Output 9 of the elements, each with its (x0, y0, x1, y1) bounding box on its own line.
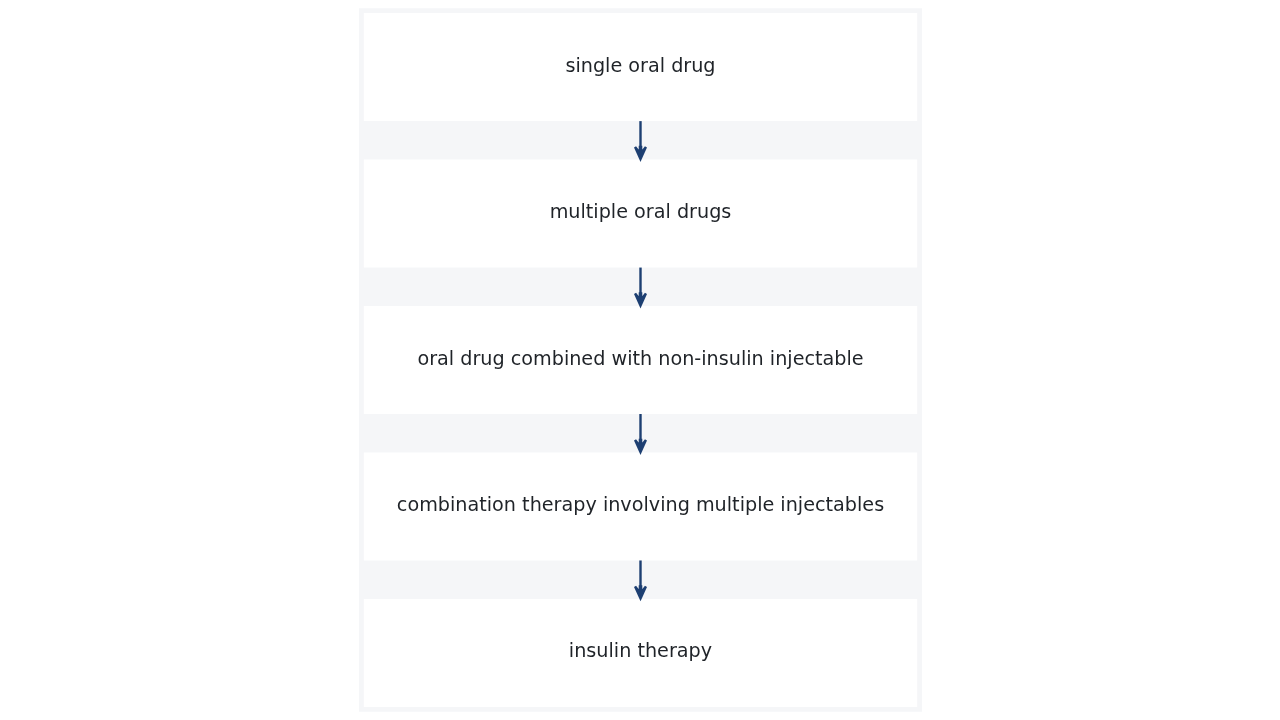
node-box: combination therapy involving multiple injectables (363, 452, 917, 561)
node-box: multiple oral drugs (363, 159, 917, 268)
node-box: insulin therapy (363, 598, 917, 707)
node-box: single oral drug (363, 13, 917, 122)
arrow (633, 414, 647, 454)
node-box: oral drug combined with non-insulin injectable (363, 306, 917, 414)
arrow (633, 267, 647, 307)
arrow (633, 560, 647, 600)
arrow (633, 121, 647, 161)
